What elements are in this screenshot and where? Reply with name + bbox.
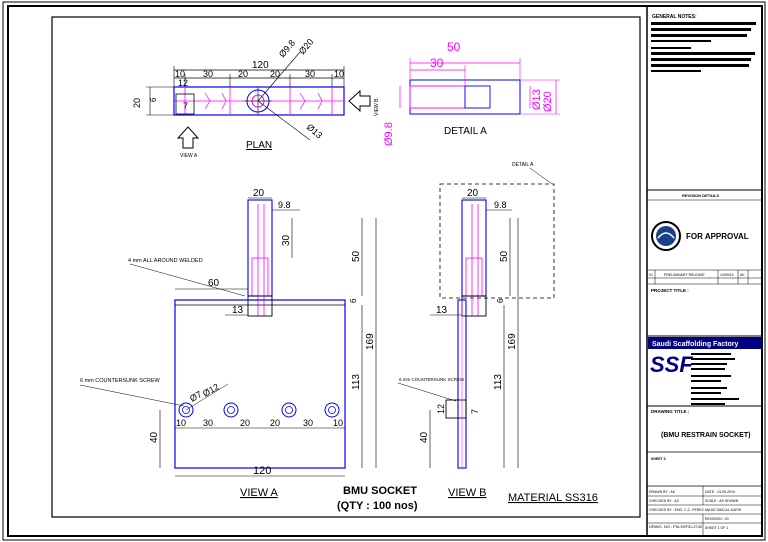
detail-dim-dia20: Ø20 <box>542 91 554 112</box>
va-dim-b20a: 20 <box>240 418 250 428</box>
plan-title: PLAN <box>246 140 272 151</box>
vb-dim-113: 113 <box>493 374 504 390</box>
drawn-by: DRAWN BY : AK <box>649 490 676 494</box>
company-name: Saudi Scaffolding Factory <box>652 341 738 348</box>
screw-note-a: 6 mm COUNTERSUNK SCREW <box>80 378 161 384</box>
view-a-plate <box>174 299 346 469</box>
plan-view-b-tag: VIEW B <box>374 98 380 116</box>
vb-dim-20: 20 <box>467 188 479 199</box>
va-dim-b20b: 20 <box>270 418 280 428</box>
checker: CHECKED BY : ENG. C.C. PEREZ <box>649 508 705 512</box>
va-dim-b10b: 10 <box>333 418 343 428</box>
va-dim-60: 60 <box>208 278 220 289</box>
vb-dim-13: 13 <box>436 305 448 316</box>
company-logo: SSF <box>650 352 693 377</box>
company-address <box>691 353 739 405</box>
view-a-title: VIEW A <box>240 487 279 499</box>
vb-dim-169: 169 <box>507 333 518 350</box>
plan-dim-10b: 10 <box>334 69 344 79</box>
project-label: PROJECT TITLE : <box>651 288 689 293</box>
date: DATE : 13-09-2019 <box>705 490 735 494</box>
drawing-title: (BMU RESTRAIN SOCKET) <box>661 432 750 439</box>
plan-dim-dia13: Ø13 <box>305 122 324 141</box>
rev-desc: PRELIMINARY RELEASE <box>664 273 705 277</box>
view-a: 20 9.8 30 50 60 13 6 169 113 Ø7 Ø12 10 3… <box>79 188 377 499</box>
plan-dim-30b: 30 <box>305 69 315 79</box>
detail-a-title: DETAIL A <box>444 126 487 137</box>
plan-dim-30a: 30 <box>203 69 213 79</box>
view-b-arrow-icon <box>348 89 371 113</box>
rev-date: 13/09/19 <box>720 273 734 277</box>
approver: MAJID SAID AL-KAFIH <box>705 508 742 512</box>
plan-dim-dia20: Ø20 <box>297 37 316 56</box>
vb-dim-12: 12 <box>436 404 446 414</box>
detail-a-boundary <box>439 183 555 299</box>
checked-by: CHECKED BY : AZ <box>649 499 680 503</box>
drawing-frame <box>51 16 641 518</box>
vb-dim-7: 7 <box>470 409 480 414</box>
va-dim-b10a: 10 <box>176 418 186 428</box>
plan-view: 120 10 30 20 20 30 10 12 7 20 6 Ø9.8 Ø20… <box>132 37 380 159</box>
revision: REVISION : 00 <box>705 517 729 521</box>
va-dim-40: 40 <box>149 431 160 443</box>
detail-a-tag: DETAIL A <box>512 162 534 168</box>
product-name: BMU SOCKET <box>343 485 417 497</box>
company-banner <box>648 337 761 349</box>
va-dim-120: 120 <box>253 465 271 477</box>
approval-seal-icon <box>651 221 681 251</box>
va-dim-169: 169 <box>365 333 376 350</box>
general-notes-text <box>651 22 756 72</box>
view-b: 20 9.8 50 13 6 169 113 12 7 40 6 mm COUN… <box>397 162 555 499</box>
approval-stamp: FOR APPROVAL <box>686 232 749 241</box>
title-block: GENERAL NOTES: REVISION DETAILS FOR APPR… <box>646 6 762 536</box>
rev-no: 01 <box>649 273 653 277</box>
plan-dim-overall: 120 <box>252 60 269 71</box>
detail-a: 50 30 Ø13 Ø20 Ø9.8 DETAIL A <box>383 40 560 146</box>
detail-dim-dia13: Ø13 <box>531 89 543 110</box>
plan-dim-7: 7 <box>183 101 188 111</box>
plan-dim-dia98: Ø9.8 <box>277 38 297 59</box>
plan-dim-6: 6 <box>149 97 158 102</box>
va-dim-dia12: Ø12 <box>201 382 221 399</box>
view-a-arrow-icon <box>176 126 200 149</box>
plan-view-a-tag: VIEW A <box>180 153 198 159</box>
sheet: SHEET 1 OF 1 <box>705 526 728 530</box>
va-dim-b30b: 30 <box>303 418 313 428</box>
view-b-title: VIEW B <box>448 487 487 499</box>
rev-by: AK <box>740 273 745 277</box>
detail-dim-30: 30 <box>430 56 444 70</box>
scale: SCALE : AS SHOWN <box>705 499 739 503</box>
plan-dim-10a: 10 <box>175 69 185 79</box>
detail-dim-50: 50 <box>447 40 461 54</box>
product-qty: (QTY : 100 nos) <box>337 500 418 512</box>
vb-dim-50: 50 <box>499 250 510 262</box>
va-dim-30: 30 <box>281 234 292 246</box>
material-note: MATERIAL SS316 <box>508 492 598 504</box>
vb-dim-6: 6 <box>496 298 505 303</box>
vb-dim-98: 9.8 <box>494 200 507 210</box>
drawing-number: DRWG. NO.: FM-SSF/D-2742 <box>649 524 703 529</box>
inner-border <box>7 5 763 537</box>
screw-note-b: 6 mm COUNTERSUNK SCREW <box>399 377 465 382</box>
general-notes-label: GENERAL NOTES: <box>652 14 697 20</box>
va-dim-20: 20 <box>253 188 265 199</box>
plan-dim-20v: 20 <box>132 98 142 108</box>
sheet-label: SHEET 3 <box>651 457 666 461</box>
va-dim-13: 13 <box>232 305 244 316</box>
plan-dim-20b: 20 <box>270 69 280 79</box>
stamp-header: REVISION DETAILS <box>682 193 719 198</box>
vb-dim-40: 40 <box>419 431 430 443</box>
weld-note: 4 mm ALL AROUND WELDED <box>128 258 203 264</box>
va-dim-6: 6 <box>349 298 358 303</box>
va-dim-113: 113 <box>351 374 362 390</box>
plan-dim-12: 12 <box>178 78 188 88</box>
va-dim-98: 9.8 <box>278 200 291 210</box>
va-dim-b30a: 30 <box>203 418 213 428</box>
detail-dim-dia98: Ø9.8 <box>383 122 395 146</box>
plan-dim-20: 20 <box>238 69 248 79</box>
drawing-title-label: DRAWING TITLE : <box>651 409 690 414</box>
va-dim-50: 50 <box>351 250 362 262</box>
